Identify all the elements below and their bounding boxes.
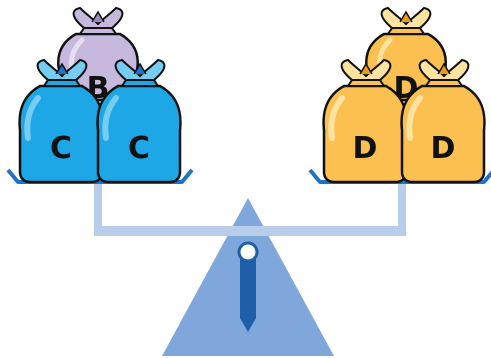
scale-right-post: [398, 178, 406, 234]
bag-c-left: C: [18, 58, 104, 184]
scale-beam: [94, 226, 406, 236]
bag-d-right: D: [400, 58, 486, 184]
bag-c-left-letter: C: [50, 131, 72, 166]
scale-right-pan: [308, 168, 491, 184]
bag-b-knot-icon: [72, 6, 124, 35]
scale-left-pan: [6, 168, 194, 184]
scale-pivot-hole: [237, 241, 259, 263]
bag-c-left-knot-icon: [36, 58, 88, 87]
bag-d-left-letter: D: [353, 131, 378, 166]
bag-d-top: D: [365, 6, 447, 106]
scale-pivot-pin: [240, 256, 256, 332]
bag-d-right-knot-icon: [418, 58, 470, 87]
scale-left-post: [94, 178, 102, 234]
bag-d-right-letter: D: [431, 131, 456, 166]
bag-c-right-knot-icon: [114, 58, 166, 87]
bag-c-right: C: [96, 58, 182, 184]
bag-d-top-knot-icon: [380, 6, 432, 35]
bag-c-right-letter: C: [128, 131, 150, 166]
bag-d-left-knot-icon: [340, 58, 392, 87]
